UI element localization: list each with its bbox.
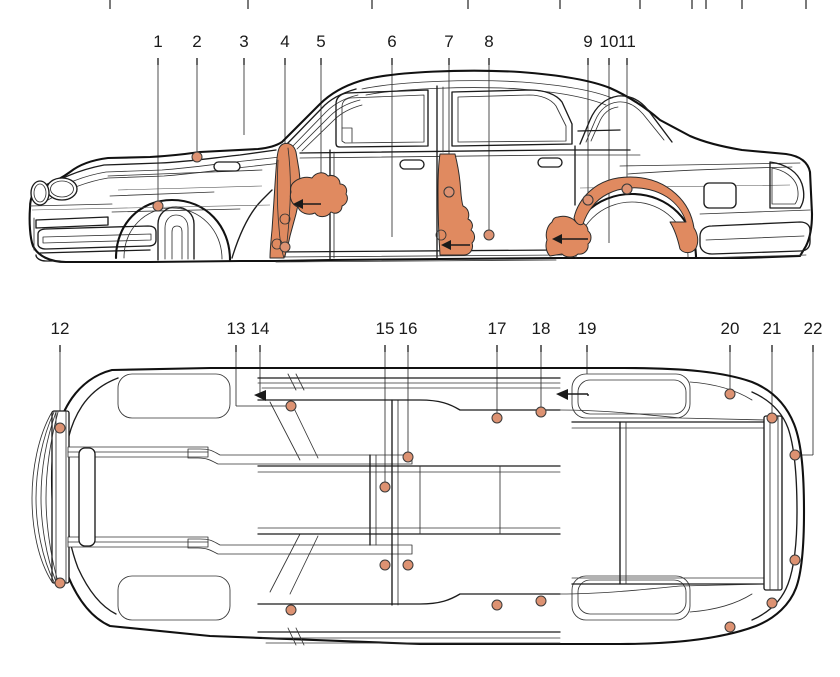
control-point-dots bbox=[54, 151, 801, 633]
under-label-12: 12 bbox=[51, 319, 70, 338]
under-control-point-13[interactable] bbox=[285, 400, 297, 412]
side-control-point-9[interactable] bbox=[582, 194, 594, 206]
under-control-point-extra-2[interactable] bbox=[285, 604, 297, 616]
arrow-head-5 bbox=[293, 199, 303, 209]
under-control-point-extra-6[interactable] bbox=[535, 595, 547, 607]
underbody-leader-lines bbox=[59, 345, 814, 487]
arrow-head-9 bbox=[552, 234, 562, 244]
side-control-point-11[interactable] bbox=[621, 183, 633, 195]
under-control-point-15[interactable] bbox=[379, 481, 391, 493]
top-tick-strip bbox=[109, 0, 807, 9]
under-control-point-18[interactable] bbox=[535, 406, 547, 418]
under-control-point-extra-9[interactable] bbox=[789, 554, 801, 566]
under-control-point-extra-4[interactable] bbox=[402, 559, 414, 571]
arrow-head-13 bbox=[254, 390, 266, 401]
under-label-21: 21 bbox=[763, 319, 782, 338]
under-control-point-extra-5[interactable] bbox=[491, 599, 503, 611]
under-control-point-12[interactable] bbox=[54, 422, 66, 434]
side-control-point-8[interactable] bbox=[483, 229, 495, 241]
under-control-point-22[interactable] bbox=[789, 449, 801, 461]
side-label-7: 7 bbox=[444, 32, 453, 51]
under-label-13: 13 bbox=[227, 319, 246, 338]
side-control-point-2[interactable] bbox=[191, 151, 203, 163]
side-label-5: 5 bbox=[316, 32, 325, 51]
side-label-3: 3 bbox=[239, 32, 248, 51]
under-label-20: 20 bbox=[721, 319, 740, 338]
under-label-18: 18 bbox=[532, 319, 551, 338]
arrow-head-8 bbox=[441, 240, 451, 250]
under-label-14: 14 bbox=[251, 319, 270, 338]
side-label-10: 10 bbox=[600, 32, 619, 51]
under-control-point-17[interactable] bbox=[491, 412, 503, 424]
under-control-point-extra-3[interactable] bbox=[379, 559, 391, 571]
side-label-6: 6 bbox=[387, 32, 396, 51]
side-label-11: 11 bbox=[618, 32, 636, 51]
under-label-15: 15 bbox=[376, 319, 395, 338]
side-label-9: 9 bbox=[583, 32, 592, 51]
under-label-19: 19 bbox=[578, 319, 597, 338]
underbody-view-body bbox=[31, 366, 806, 646]
arrow-head-19 bbox=[556, 389, 568, 400]
zone-rear-arch bbox=[573, 176, 699, 254]
under-control-point-extra-8[interactable] bbox=[766, 597, 778, 609]
under-control-point-16[interactable] bbox=[402, 451, 414, 463]
zone-b-pillar bbox=[437, 153, 475, 256]
side-control-point-7[interactable] bbox=[443, 186, 455, 198]
under-control-point-21[interactable] bbox=[766, 412, 778, 424]
side-view-body bbox=[28, 69, 814, 264]
under-label-16: 16 bbox=[399, 319, 418, 338]
side-label-8: 8 bbox=[484, 32, 493, 51]
under-label-17: 17 bbox=[488, 319, 507, 338]
side-control-point-4[interactable] bbox=[279, 241, 291, 253]
under-control-point-20[interactable] bbox=[724, 388, 736, 400]
under-label-22: 22 bbox=[804, 319, 823, 338]
side-label-4: 4 bbox=[280, 32, 289, 51]
side-label-2: 2 bbox=[192, 32, 201, 51]
under-control-point-extra-7[interactable] bbox=[724, 621, 736, 633]
under-control-point-extra-1[interactable] bbox=[54, 577, 66, 589]
side-control-point-1[interactable] bbox=[152, 200, 164, 212]
side-label-1: 1 bbox=[153, 32, 162, 51]
